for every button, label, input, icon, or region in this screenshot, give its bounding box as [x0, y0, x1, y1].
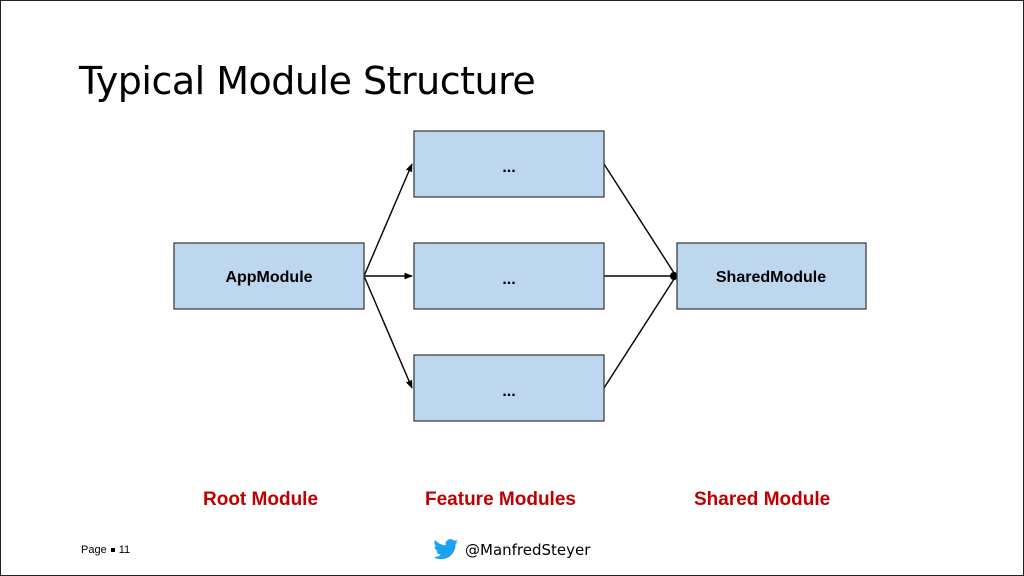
twitter-handle-text: @ManfredSteyer	[465, 540, 591, 559]
feature-module-bottom-label: ...	[502, 383, 515, 400]
edge-feature-top-to-shared	[603, 163, 677, 277]
page-label: Page	[81, 544, 107, 556]
app-module-label: AppModule	[225, 269, 312, 286]
feature-module-middle-label: ...	[502, 271, 515, 288]
edge-feature-bottom-to-shared	[603, 275, 677, 389]
feature-module-node-top: ...	[413, 130, 605, 198]
edge-app-to-feature-bottom	[363, 275, 413, 389]
feature-module-node-bottom: ...	[413, 354, 605, 422]
separator-square	[110, 548, 115, 553]
shared-module-label: SharedModule	[716, 269, 826, 286]
edge-app-to-feature-top	[363, 163, 413, 277]
page-number: 11	[118, 544, 131, 556]
twitter-handle-footer: @ManfredSteyer	[433, 539, 590, 560]
feature-module-top-label: ...	[502, 159, 515, 176]
app-module-node: AppModule	[173, 242, 365, 310]
twitter-bird-icon	[433, 539, 459, 560]
shared-module-connector-dot	[670, 272, 678, 280]
slide-title: Typical Module Structure	[79, 59, 536, 103]
page-number-footer: Page 11	[81, 544, 130, 556]
caption-shared-module: Shared Module	[694, 489, 831, 510]
caption-root-module: Root Module	[203, 489, 319, 510]
feature-module-node-middle: ...	[413, 242, 605, 310]
caption-feature-modules: Feature Modules	[425, 489, 576, 510]
shared-module-node: SharedModule	[676, 242, 867, 310]
